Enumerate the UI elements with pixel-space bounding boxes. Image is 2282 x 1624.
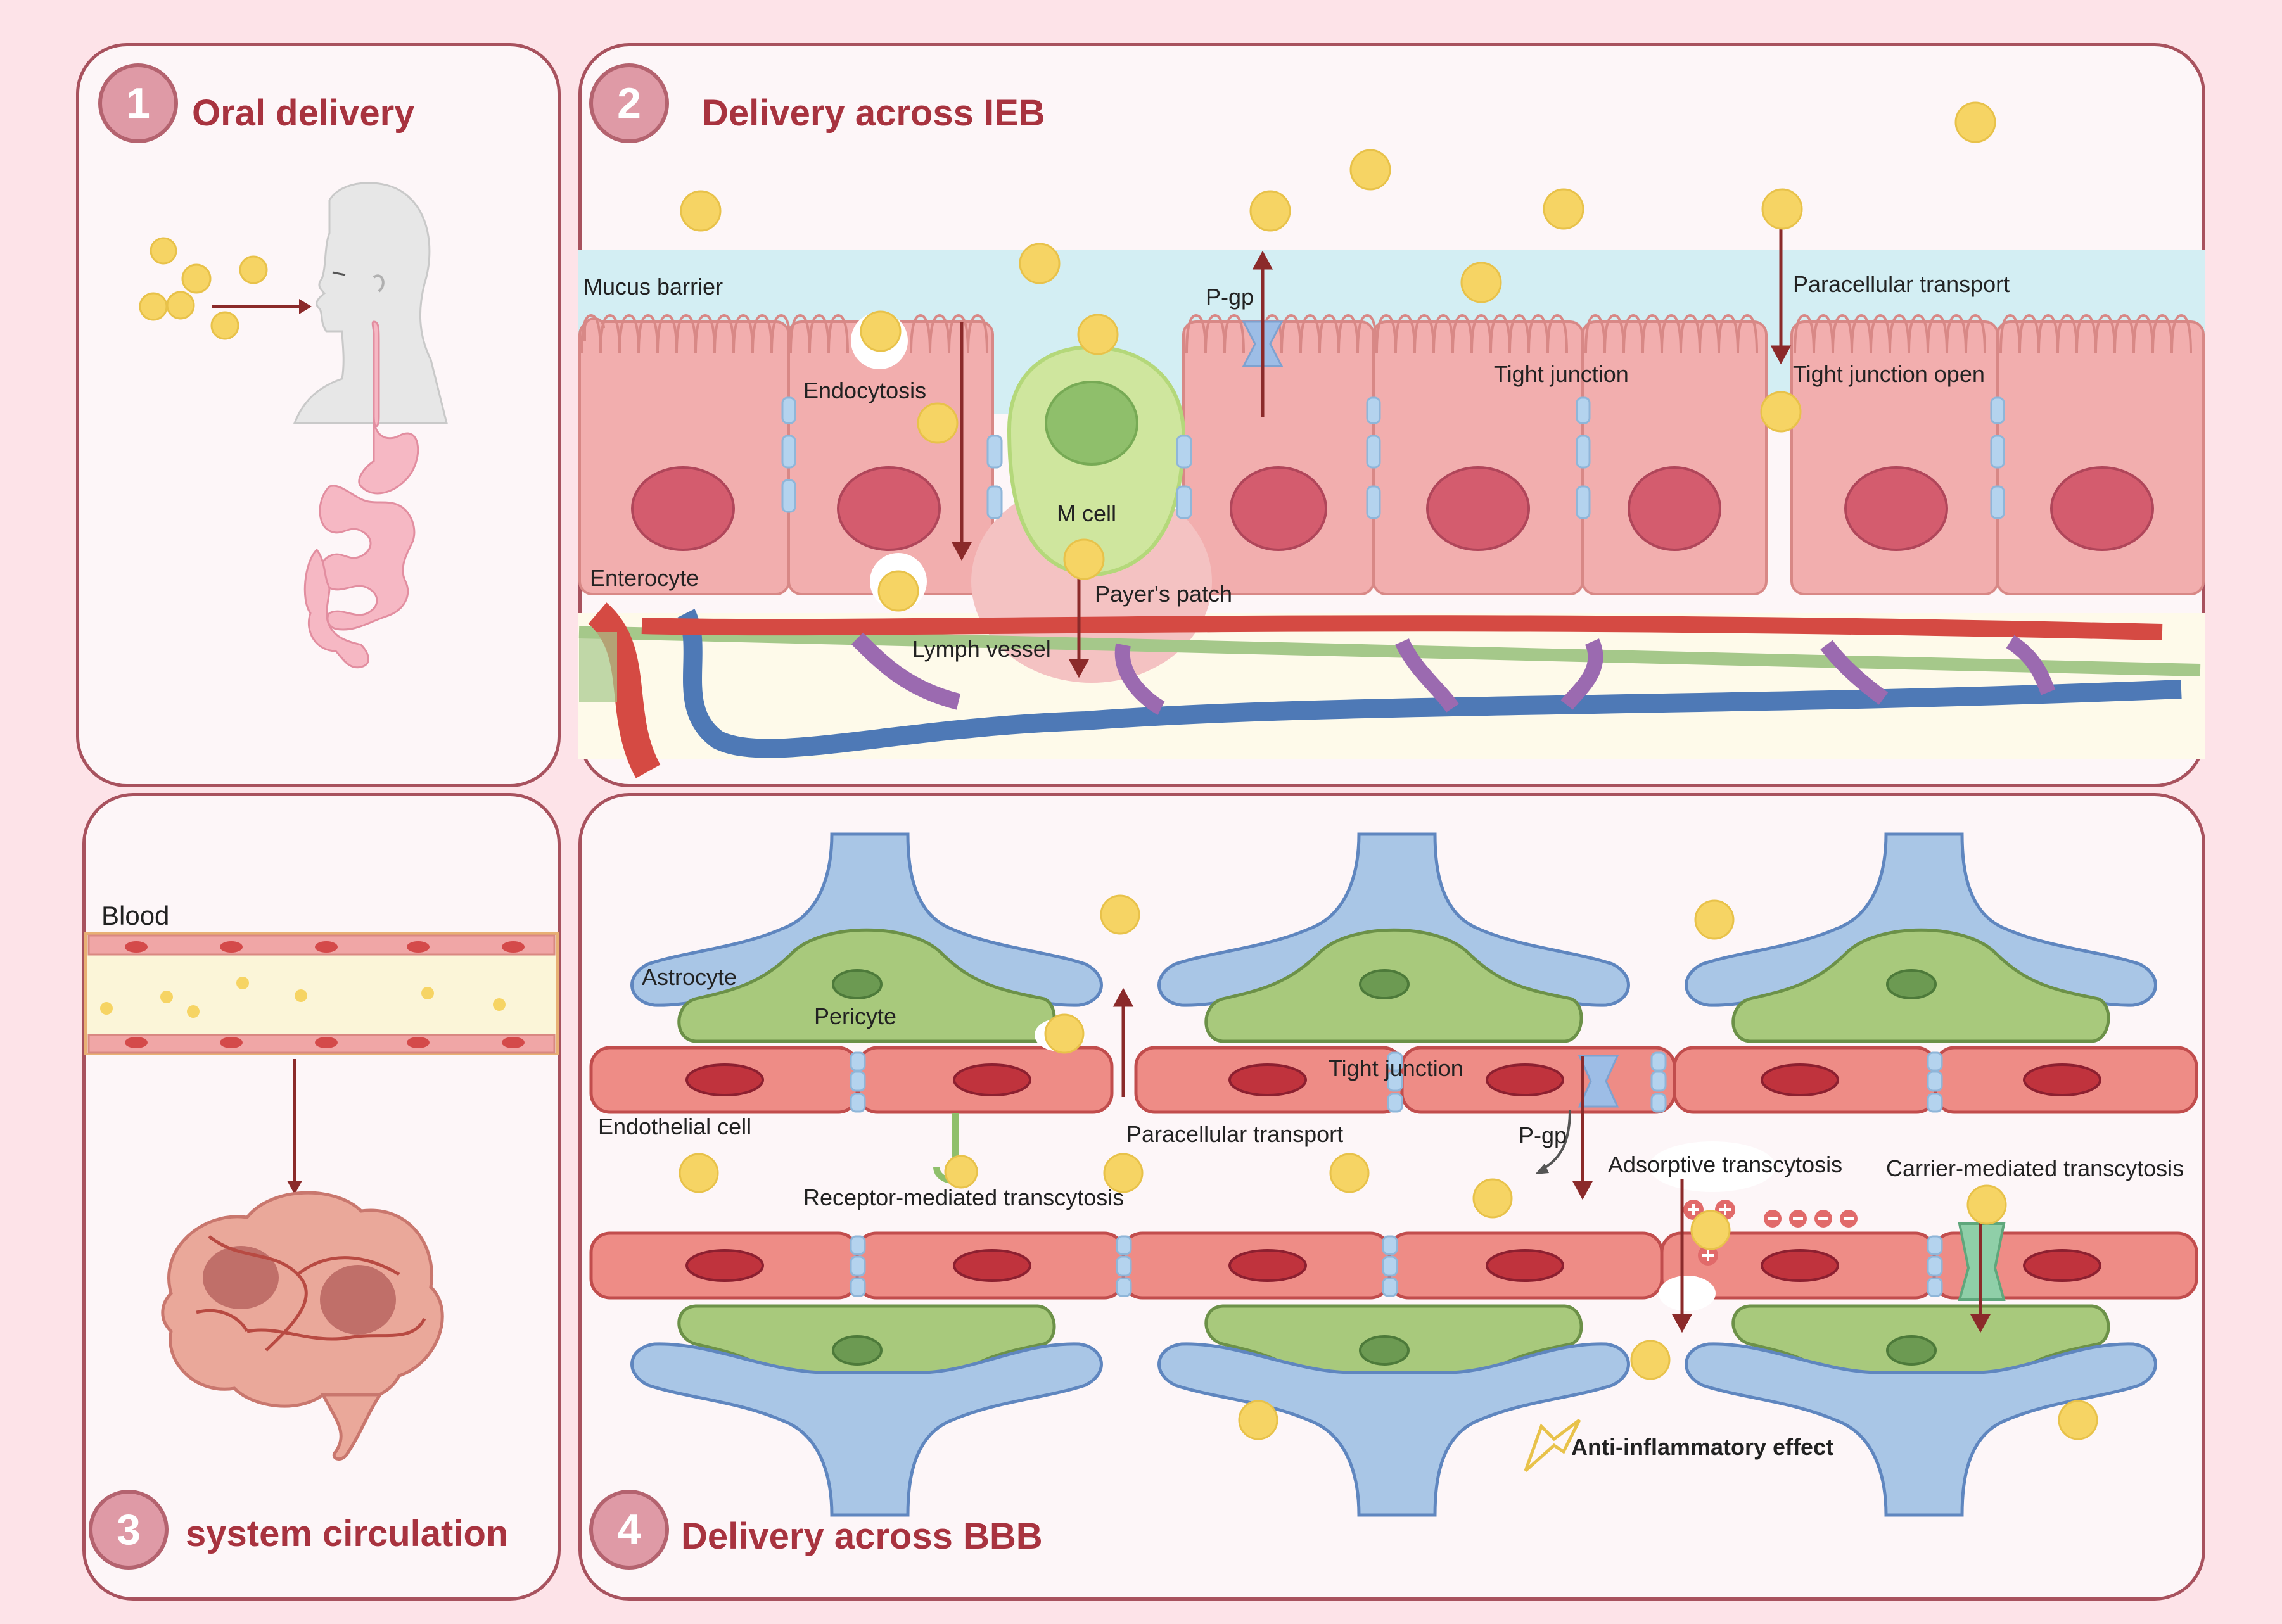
ieb-label-pgp: P-gp bbox=[1206, 284, 1254, 310]
panel-2-badge: 2 bbox=[589, 63, 669, 143]
ieb-label-mcell: M cell bbox=[1057, 500, 1117, 526]
brain-icon bbox=[161, 1191, 444, 1461]
blood-nanoparticles bbox=[100, 977, 506, 1018]
panel-3-title: system circulation bbox=[186, 1513, 509, 1554]
bbb-label-paracellular: Paracellular transport bbox=[1126, 1121, 1344, 1147]
bbb-tight-junctions bbox=[850, 1051, 1943, 1297]
bbb-arrows bbox=[1112, 987, 1991, 1333]
ieb-label-mucus: Mucus barrier bbox=[583, 274, 723, 300]
human-head-icon bbox=[293, 182, 448, 424]
bbb-label-carrier: Carrier-mediated transcytosis bbox=[1886, 1155, 2184, 1181]
ieb-nanoparticles bbox=[680, 101, 1996, 612]
bbb-nanoparticles bbox=[679, 894, 2098, 1440]
bbb-label-pgp: P-gp bbox=[1519, 1122, 1567, 1148]
lightning-icon bbox=[1524, 1419, 1581, 1472]
endothelial-nuclei bbox=[685, 1063, 2101, 1282]
tight-junctions bbox=[781, 396, 2005, 519]
oral-illustration bbox=[139, 182, 448, 669]
bbb-label-anti: Anti-inflammatory effect bbox=[1571, 1434, 1834, 1460]
ieb-label-payers: Payer's patch bbox=[1095, 581, 1232, 607]
ieb-label-tight-open: Tight junction open bbox=[1793, 361, 1985, 387]
bbb-label-tight: Tight junction bbox=[1329, 1055, 1463, 1081]
bbb-pgp-transporter bbox=[1578, 1055, 1619, 1108]
circ-label-blood: Blood bbox=[101, 901, 170, 930]
astrocytes-bottom bbox=[630, 1342, 2157, 1517]
ieb-label-endocytosis: Endocytosis bbox=[803, 377, 927, 403]
ieb-label-lymph: Lymph vessel bbox=[912, 636, 1051, 662]
bbb-label-pericyte: Pericyte bbox=[814, 1003, 897, 1029]
panel-4-badge: 4 bbox=[589, 1490, 669, 1570]
ieb-label-enterocyte: Enterocyte bbox=[590, 565, 699, 591]
bbb-label-endothelial: Endothelial cell bbox=[598, 1113, 752, 1139]
panel-2-title: Delivery across IEB bbox=[702, 92, 1045, 134]
ieb-diagram bbox=[578, 101, 2205, 778]
bbb-label-adsorptive: Adsorptive transcytosis bbox=[1608, 1151, 1843, 1177]
panel-1-badge: 1 bbox=[98, 63, 178, 143]
charges bbox=[1683, 1200, 1858, 1266]
nanoparticle-cluster bbox=[139, 237, 268, 340]
transport-arrows bbox=[951, 214, 1792, 678]
panel-1-title: Oral delivery bbox=[192, 92, 415, 134]
epithelial-cells bbox=[578, 320, 2205, 595]
bbb-label-receptor: Receptor-mediated transcytosis bbox=[803, 1184, 1125, 1210]
panel-4-title: Delivery across BBB bbox=[681, 1516, 1043, 1557]
ieb-label-paracellular: Paracellular transport bbox=[1793, 271, 2010, 297]
circulation-illustration bbox=[84, 932, 559, 1461]
bbb-diagram bbox=[589, 832, 2198, 1517]
digestive-tract-icon bbox=[303, 320, 419, 669]
bbb-label-astrocyte: Astrocyte bbox=[642, 964, 737, 990]
nuclei bbox=[631, 466, 2154, 551]
blood-vessels bbox=[578, 602, 2201, 778]
panel-3-badge: 3 bbox=[89, 1490, 169, 1570]
ieb-label-tight: Tight junction bbox=[1494, 361, 1629, 387]
